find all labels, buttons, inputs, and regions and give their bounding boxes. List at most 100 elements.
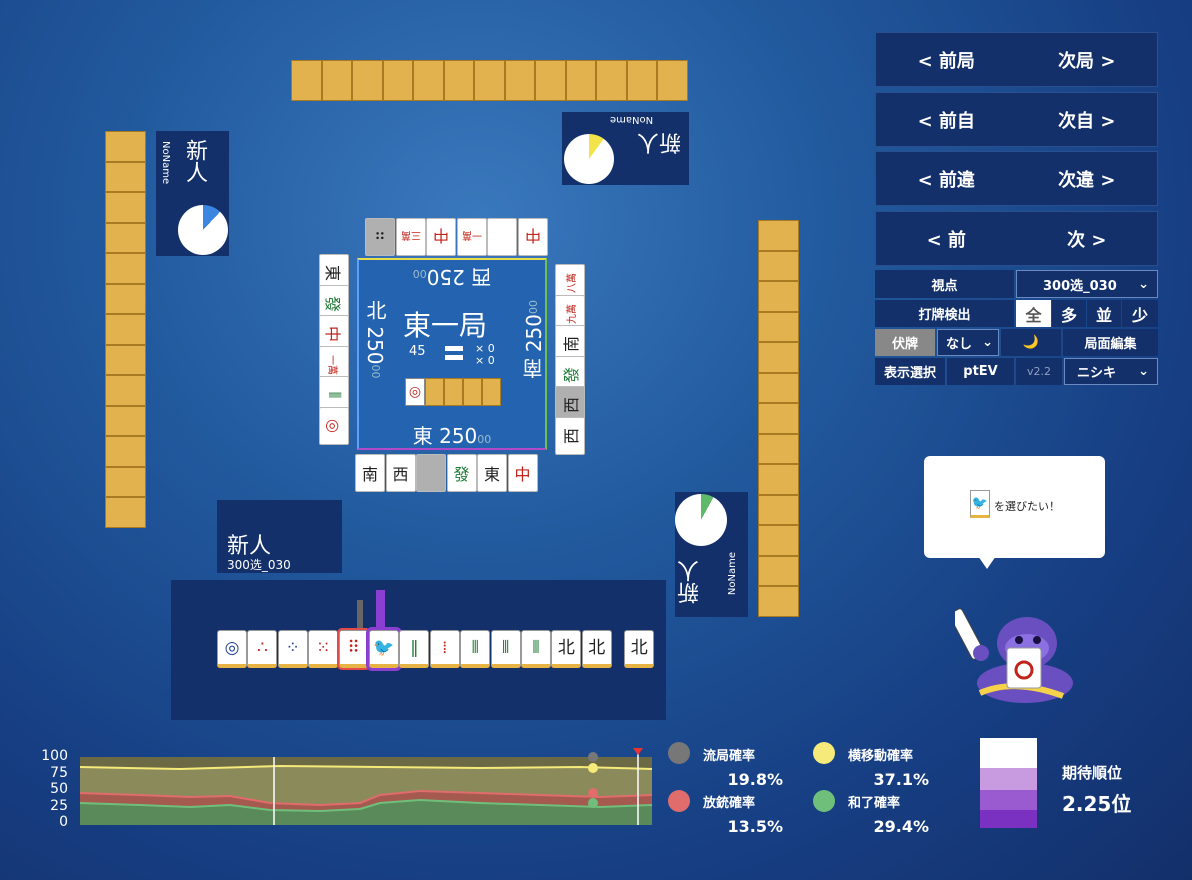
player-left-pie bbox=[178, 205, 228, 255]
discard-tile: 西 bbox=[555, 416, 585, 455]
wall-tile bbox=[105, 283, 146, 314]
hand-tile[interactable]: ⠿ bbox=[336, 628, 371, 670]
ev-bar bbox=[376, 590, 385, 630]
riichi-stick-icon bbox=[445, 355, 463, 360]
hand-tile[interactable]: 北 bbox=[624, 630, 655, 668]
north-score: 北 250 bbox=[363, 300, 387, 365]
hand-tile[interactable]: ∴ bbox=[247, 630, 278, 668]
discard-tile: 一萬 bbox=[456, 218, 487, 256]
speech-text: を選びたい！ bbox=[994, 500, 1060, 513]
wall-tile bbox=[105, 436, 146, 467]
next-button[interactable]: 次 > bbox=[1067, 229, 1107, 251]
wall-tile bbox=[758, 433, 799, 464]
detect-option-few[interactable]: 少 bbox=[1122, 300, 1158, 327]
honba-count: × 0 bbox=[475, 342, 495, 355]
prev-diff-button[interactable]: < 前違 bbox=[917, 169, 975, 191]
player-self-panel: 新人 300选_030 bbox=[217, 500, 342, 573]
player-self-account: 300选_030 bbox=[227, 558, 291, 572]
detect-option-many[interactable]: 多 bbox=[1052, 300, 1086, 327]
prev-round-button[interactable]: < 前局 bbox=[917, 50, 975, 72]
hidden-tile-select[interactable]: なし⌄ bbox=[937, 329, 999, 356]
player-top-name: 新人 bbox=[636, 129, 681, 154]
discard-tile: 三萬 bbox=[395, 218, 426, 256]
wall-tile bbox=[758, 281, 799, 312]
player-top-pie bbox=[564, 134, 614, 184]
houju-dot bbox=[668, 790, 690, 812]
next-diff-button[interactable]: 次違 > bbox=[1058, 169, 1116, 191]
hand-tile[interactable]: 🐦 bbox=[366, 627, 402, 671]
wall-top bbox=[291, 60, 688, 101]
display-select-label: 表示選択 bbox=[875, 358, 945, 385]
south-score: 南 250 bbox=[522, 314, 546, 379]
prev-button[interactable]: < 前 bbox=[926, 229, 966, 251]
moon-icon[interactable]: 🌙 bbox=[1001, 329, 1061, 356]
discard-tile: 發 bbox=[446, 454, 477, 492]
round-nav: < 前局 次局 > bbox=[875, 32, 1158, 87]
ryukyoku-label: 流局確率 bbox=[703, 749, 756, 764]
wall-tile bbox=[758, 250, 799, 281]
wall-tile bbox=[413, 60, 444, 101]
hand-tile[interactable]: ⦀ bbox=[521, 630, 551, 668]
next-round-button[interactable]: 次局 > bbox=[1058, 50, 1116, 72]
discards-self: 南西發東中 bbox=[355, 452, 539, 494]
player-right-panel: 新人 NoName bbox=[675, 492, 748, 617]
hand-tiles: ◎∴⁘⁙⠿🐦‖⁞⦀⦀⦀北北北 bbox=[217, 627, 667, 675]
dora-tile: ◎ bbox=[405, 378, 425, 406]
wall-tile bbox=[352, 60, 383, 101]
probability-chart bbox=[80, 748, 652, 825]
y-tick: 50 bbox=[50, 781, 68, 797]
probability-chart-yaxis: 100 75 50 25 0 bbox=[30, 748, 68, 832]
wall-left bbox=[105, 131, 146, 528]
houju-label: 放銃確率 bbox=[703, 796, 756, 811]
next-self-button[interactable]: 次自 > bbox=[1058, 110, 1116, 132]
player-left-account: NoName bbox=[160, 141, 171, 185]
display-select-value[interactable]: ptEV bbox=[947, 358, 1014, 385]
wall-tile bbox=[596, 60, 627, 101]
wall-tile bbox=[105, 314, 146, 345]
edit-position-button[interactable]: 局面編集 bbox=[1063, 329, 1158, 356]
wall-tile bbox=[758, 372, 799, 403]
discard-tile bbox=[416, 454, 446, 492]
hand-tile[interactable]: ◎ bbox=[217, 630, 247, 668]
hand-tile[interactable]: 北 bbox=[551, 630, 582, 668]
hand-tile[interactable]: ⁙ bbox=[308, 630, 339, 668]
wall-tile bbox=[565, 60, 596, 101]
discard-tile: 中 bbox=[426, 218, 456, 256]
wall-tile bbox=[474, 60, 505, 101]
ryukyoku-dot bbox=[668, 742, 690, 764]
player-right-pie bbox=[675, 494, 727, 546]
east-score: 東 250 bbox=[412, 424, 478, 448]
hand-tile[interactable]: ⦀ bbox=[460, 630, 491, 668]
player-self-name: 新人 bbox=[227, 534, 272, 559]
dora-indicator: ◎ bbox=[405, 378, 501, 406]
honba-stick-icon bbox=[445, 346, 463, 351]
detect-option-all[interactable]: 全 bbox=[1016, 300, 1051, 327]
wall-tile bbox=[657, 60, 688, 101]
style-select[interactable]: ニシキ⌄ bbox=[1064, 358, 1158, 385]
hand-tile[interactable]: ⦀ bbox=[490, 630, 521, 668]
chevron-down-icon: ⌄ bbox=[1138, 276, 1149, 292]
hand-tile[interactable]: ‖ bbox=[399, 630, 430, 668]
riichi-count: × 0 bbox=[475, 354, 495, 367]
suggested-tile: 🐦 bbox=[970, 490, 990, 518]
yoko-dot bbox=[813, 742, 835, 764]
round-label: 東一局 bbox=[403, 309, 488, 342]
diff-nav: < 前違 次違 > bbox=[875, 151, 1158, 206]
wall-tile bbox=[758, 555, 799, 586]
wall-tile bbox=[105, 192, 146, 223]
wall-tile bbox=[105, 497, 146, 528]
hand-tile[interactable]: 北 bbox=[581, 630, 612, 668]
detect-option-normal[interactable]: 並 bbox=[1087, 300, 1121, 327]
wall-tile bbox=[758, 220, 799, 251]
wall-tile bbox=[291, 60, 322, 101]
wall-tile bbox=[105, 131, 146, 162]
wall-tile bbox=[758, 403, 799, 434]
hand-tile[interactable]: ⁞ bbox=[429, 630, 460, 668]
self-nav: < 前自 次自 > bbox=[875, 92, 1158, 147]
wall-tile bbox=[321, 60, 352, 101]
prev-self-button[interactable]: < 前自 bbox=[917, 110, 975, 132]
viewpoint-select[interactable]: 300选_030⌄ bbox=[1016, 270, 1158, 298]
hand-tile[interactable]: ⁘ bbox=[277, 630, 308, 668]
wall-tile bbox=[105, 253, 146, 284]
houju-value: 13.5% bbox=[727, 817, 783, 836]
